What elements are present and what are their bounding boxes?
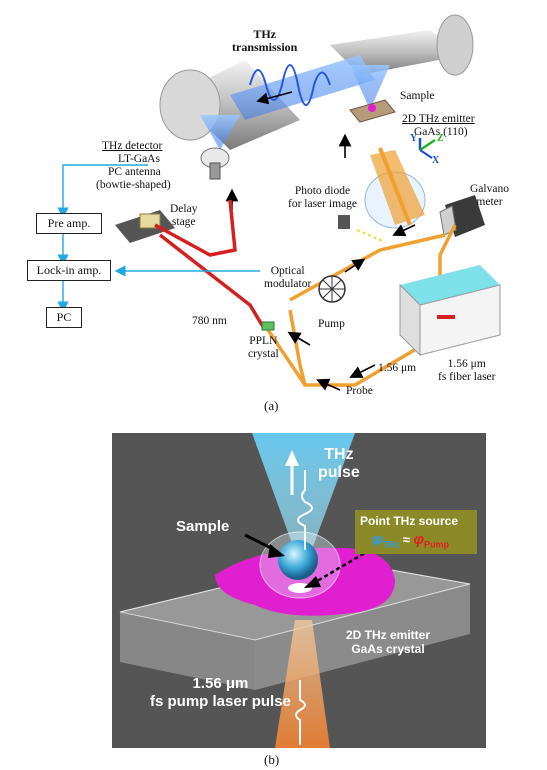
pre-amp-box: Pre amp.	[36, 213, 102, 234]
detector-title: THz detector	[102, 140, 163, 152]
pump-arrow	[287, 331, 311, 346]
thz-pulse-arrowhead	[285, 450, 299, 466]
phi-pump: φ	[413, 531, 425, 548]
delay-stage	[115, 210, 175, 243]
emitter-material-a: GaAs (110)	[414, 126, 468, 138]
lockin-amp-box: Lock-in amp.	[27, 260, 111, 281]
orange-pump-beam	[288, 224, 457, 387]
fiber-laser	[399, 265, 501, 357]
pump-cone	[275, 620, 330, 748]
detector-line3: (bowtie-shaped)	[96, 179, 171, 191]
galvano-arrow	[392, 224, 416, 237]
thz-beam-down-left	[200, 115, 240, 150]
point-source-title: Point THz source	[360, 514, 459, 528]
xyz-axes-icon	[418, 138, 436, 159]
ppln-crystal	[261, 321, 275, 331]
sample-pointer-head	[268, 544, 285, 558]
galvano-label: Galvano meter	[470, 183, 509, 208]
signal-lines	[57, 164, 260, 313]
point-source-spot	[288, 583, 312, 593]
caption-a: (a)	[264, 398, 279, 413]
axis-y-label: Y	[410, 133, 418, 144]
emitter-label-b: 2D THz emitter GaAs crystal	[346, 628, 431, 656]
sample-sphere	[278, 540, 318, 580]
caption-b: (b)	[264, 752, 280, 767]
pump-label: Pump	[318, 318, 345, 330]
wavelength-156-label: 1.56 μm	[378, 362, 417, 374]
optical-chopper	[318, 275, 346, 303]
axis-x-label: X	[432, 155, 440, 166]
probe-arrow	[316, 378, 341, 391]
thz-pulse-label: THz pulse	[318, 446, 360, 481]
glass-substrate-front	[120, 612, 255, 690]
orange-to-ppln	[266, 329, 307, 386]
source-pointer-line	[311, 548, 371, 586]
sample-stage	[349, 99, 396, 123]
thz-waveform	[249, 64, 331, 106]
point-source-box	[355, 510, 477, 554]
thz-detector-antenna	[200, 147, 230, 180]
delay-stage-label: Delay stage	[170, 203, 198, 228]
detector-line1: LT-GaAs	[118, 153, 160, 165]
photo-diode-label: Photo diode for laser image	[288, 185, 357, 210]
red-probe-beam-lower	[158, 233, 267, 331]
photo-diode	[338, 215, 350, 229]
focusing-lens-group	[364, 147, 426, 229]
pc-box: PC	[46, 307, 82, 328]
modulator-arrow	[344, 258, 366, 273]
red-probe-beam	[154, 199, 237, 257]
thz-cone	[252, 433, 355, 560]
phase-relation: φTHz ≈ φPump	[372, 531, 450, 552]
phi-thz: φ	[372, 531, 383, 548]
thz-transmission-label: THz transmission	[232, 27, 298, 54]
approx-sign: ≈	[402, 532, 410, 547]
thz-beam-down-right	[350, 65, 390, 110]
pump-pulse-waveform	[295, 680, 306, 745]
phi-thz-sub: THz	[382, 539, 400, 550]
pump-pulse-label: 1.56 μm fs pump laser pulse	[150, 675, 291, 710]
photo-diode-beam	[356, 229, 386, 243]
phi-pump-sub: Pump	[424, 539, 450, 550]
setup-schematic	[57, 14, 501, 391]
probe-label: Probe	[346, 385, 373, 397]
wavelength-arrow	[349, 364, 376, 378]
source-pointer-head	[304, 576, 321, 588]
detector-line2: PC antenna	[108, 166, 161, 178]
sample-label-b: Sample	[176, 518, 230, 535]
ppln-label: PPLN crystal	[248, 335, 279, 360]
fiber-laser-label: 1.56 μm fs fiber laser	[438, 358, 496, 383]
thz-pulse-waveform	[297, 470, 313, 550]
sample-label-a: Sample	[400, 90, 435, 102]
optical-modulator-label: Optical modulator	[264, 265, 312, 290]
emitter-label-a: 2D THz emitter	[402, 113, 475, 125]
thz-direction-arrow	[256, 91, 293, 105]
wavelength-780-label: 780 nm	[192, 315, 227, 327]
axis-z-label: Z	[437, 133, 444, 144]
